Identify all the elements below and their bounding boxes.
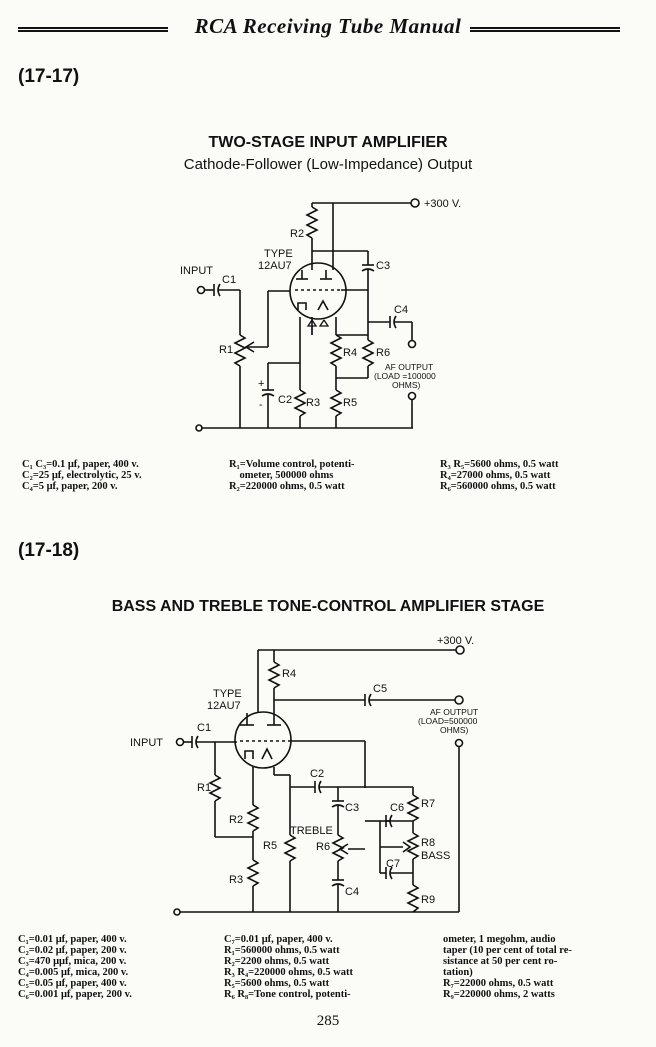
r1-label: R1 xyxy=(197,782,211,794)
figure-title: TWO-STAGE INPUT AMPLIFIER xyxy=(208,134,448,151)
c1-label: C1 xyxy=(197,722,211,734)
figure-id: (17-17) xyxy=(18,66,80,87)
tube-number-label: 12AU7 xyxy=(207,700,241,712)
r3-label: R3 xyxy=(229,874,243,886)
page-header: RCA Receiving Tube Manual xyxy=(194,14,462,38)
r5-label: R5 xyxy=(343,397,357,409)
header-rule-right xyxy=(470,27,620,32)
r4-label: R4 xyxy=(282,668,296,680)
tube-number-label: 12AU7 xyxy=(258,260,292,272)
r6-label: R6 xyxy=(376,347,390,359)
c1-label: C1 xyxy=(222,274,236,286)
r5-label: R5 xyxy=(263,840,277,852)
supply-label: +300 V. xyxy=(424,198,461,210)
r7-label: R7 xyxy=(421,798,435,810)
c5-label: C5 xyxy=(373,683,387,695)
output-load-label: (LOAD =100000 xyxy=(374,371,436,381)
schematic-tone-control-stage: +300 V. R4 TYPE 12AU7 C5 INPUT C1 R1 C2 … xyxy=(130,635,478,916)
r6-label: R6 xyxy=(316,841,330,853)
c4-label: C4 xyxy=(345,886,359,898)
c3-label: C3 xyxy=(376,260,390,272)
figure-title: BASS AND TREBLE TONE-CONTROL AMPLIFIER S… xyxy=(111,598,545,615)
treble-label: TREBLE xyxy=(290,825,333,837)
c6-label: C6 xyxy=(390,802,404,814)
plus-label: + xyxy=(258,378,264,390)
c4-label: C4 xyxy=(394,304,408,316)
legend-resistors-1: C₇=0.01 μf, paper, 400 v. R₁=560000 ohms… xyxy=(224,934,353,1000)
schematic-two-stage-input-amplifier: +300 V. R2 TYPE 12AU7 INPUT C1 C3 C4 R1 … xyxy=(180,198,461,432)
output-ohms-label: OHMS) xyxy=(392,380,421,390)
c2-label: C2 xyxy=(278,394,292,406)
input-label: INPUT xyxy=(130,737,163,749)
r2-label: R2 xyxy=(290,228,304,240)
legend-capacitors: C₁ C₃=0.1 μf, paper, 400 v. C₂=25 μf, el… xyxy=(22,459,142,492)
c7-label: C7 xyxy=(386,858,400,870)
bass-label: BASS xyxy=(421,850,450,862)
figure-id: (17-18) xyxy=(18,540,80,561)
r2-label: R2 xyxy=(229,814,243,826)
minus-label: - xyxy=(259,399,263,411)
header-rule-left xyxy=(18,27,168,32)
r1-label: R1 xyxy=(219,344,233,356)
r9-label: R9 xyxy=(421,894,435,906)
output-load-label: (LOAD=500000 xyxy=(418,716,478,726)
legend-resistors-2: ometer, 1 megohm, audio taper (10 per ce… xyxy=(443,934,572,1000)
output-label: AF OUTPUT xyxy=(430,707,478,717)
legend-resistors-2: R₃ R₅=5600 ohms, 0.5 watt R₄=27000 ohms,… xyxy=(440,459,559,492)
c3-label: C3 xyxy=(345,802,359,814)
input-label: INPUT xyxy=(180,265,213,277)
tube-type-label: TYPE xyxy=(213,688,242,700)
page-number: 285 xyxy=(316,1013,340,1029)
r8-label: R8 xyxy=(421,837,435,849)
c2-label: C2 xyxy=(310,768,324,780)
supply-label: +300 V. xyxy=(437,635,474,647)
tube-type-label: TYPE xyxy=(264,248,293,260)
legend-resistors-1: R₁=Volume control, potenti- ometer, 5000… xyxy=(229,459,355,492)
legend-capacitors: C₁=0.01 μf, paper, 400 v. C₂=0.02 μf, pa… xyxy=(18,934,132,1000)
r4-label: R4 xyxy=(343,347,357,359)
figure-subtitle: Cathode-Follower (Low-Impedance) Output xyxy=(183,156,473,173)
output-label: AF OUTPUT xyxy=(385,362,433,372)
r3-label: R3 xyxy=(306,397,320,409)
output-ohms-label: OHMS) xyxy=(440,725,469,735)
